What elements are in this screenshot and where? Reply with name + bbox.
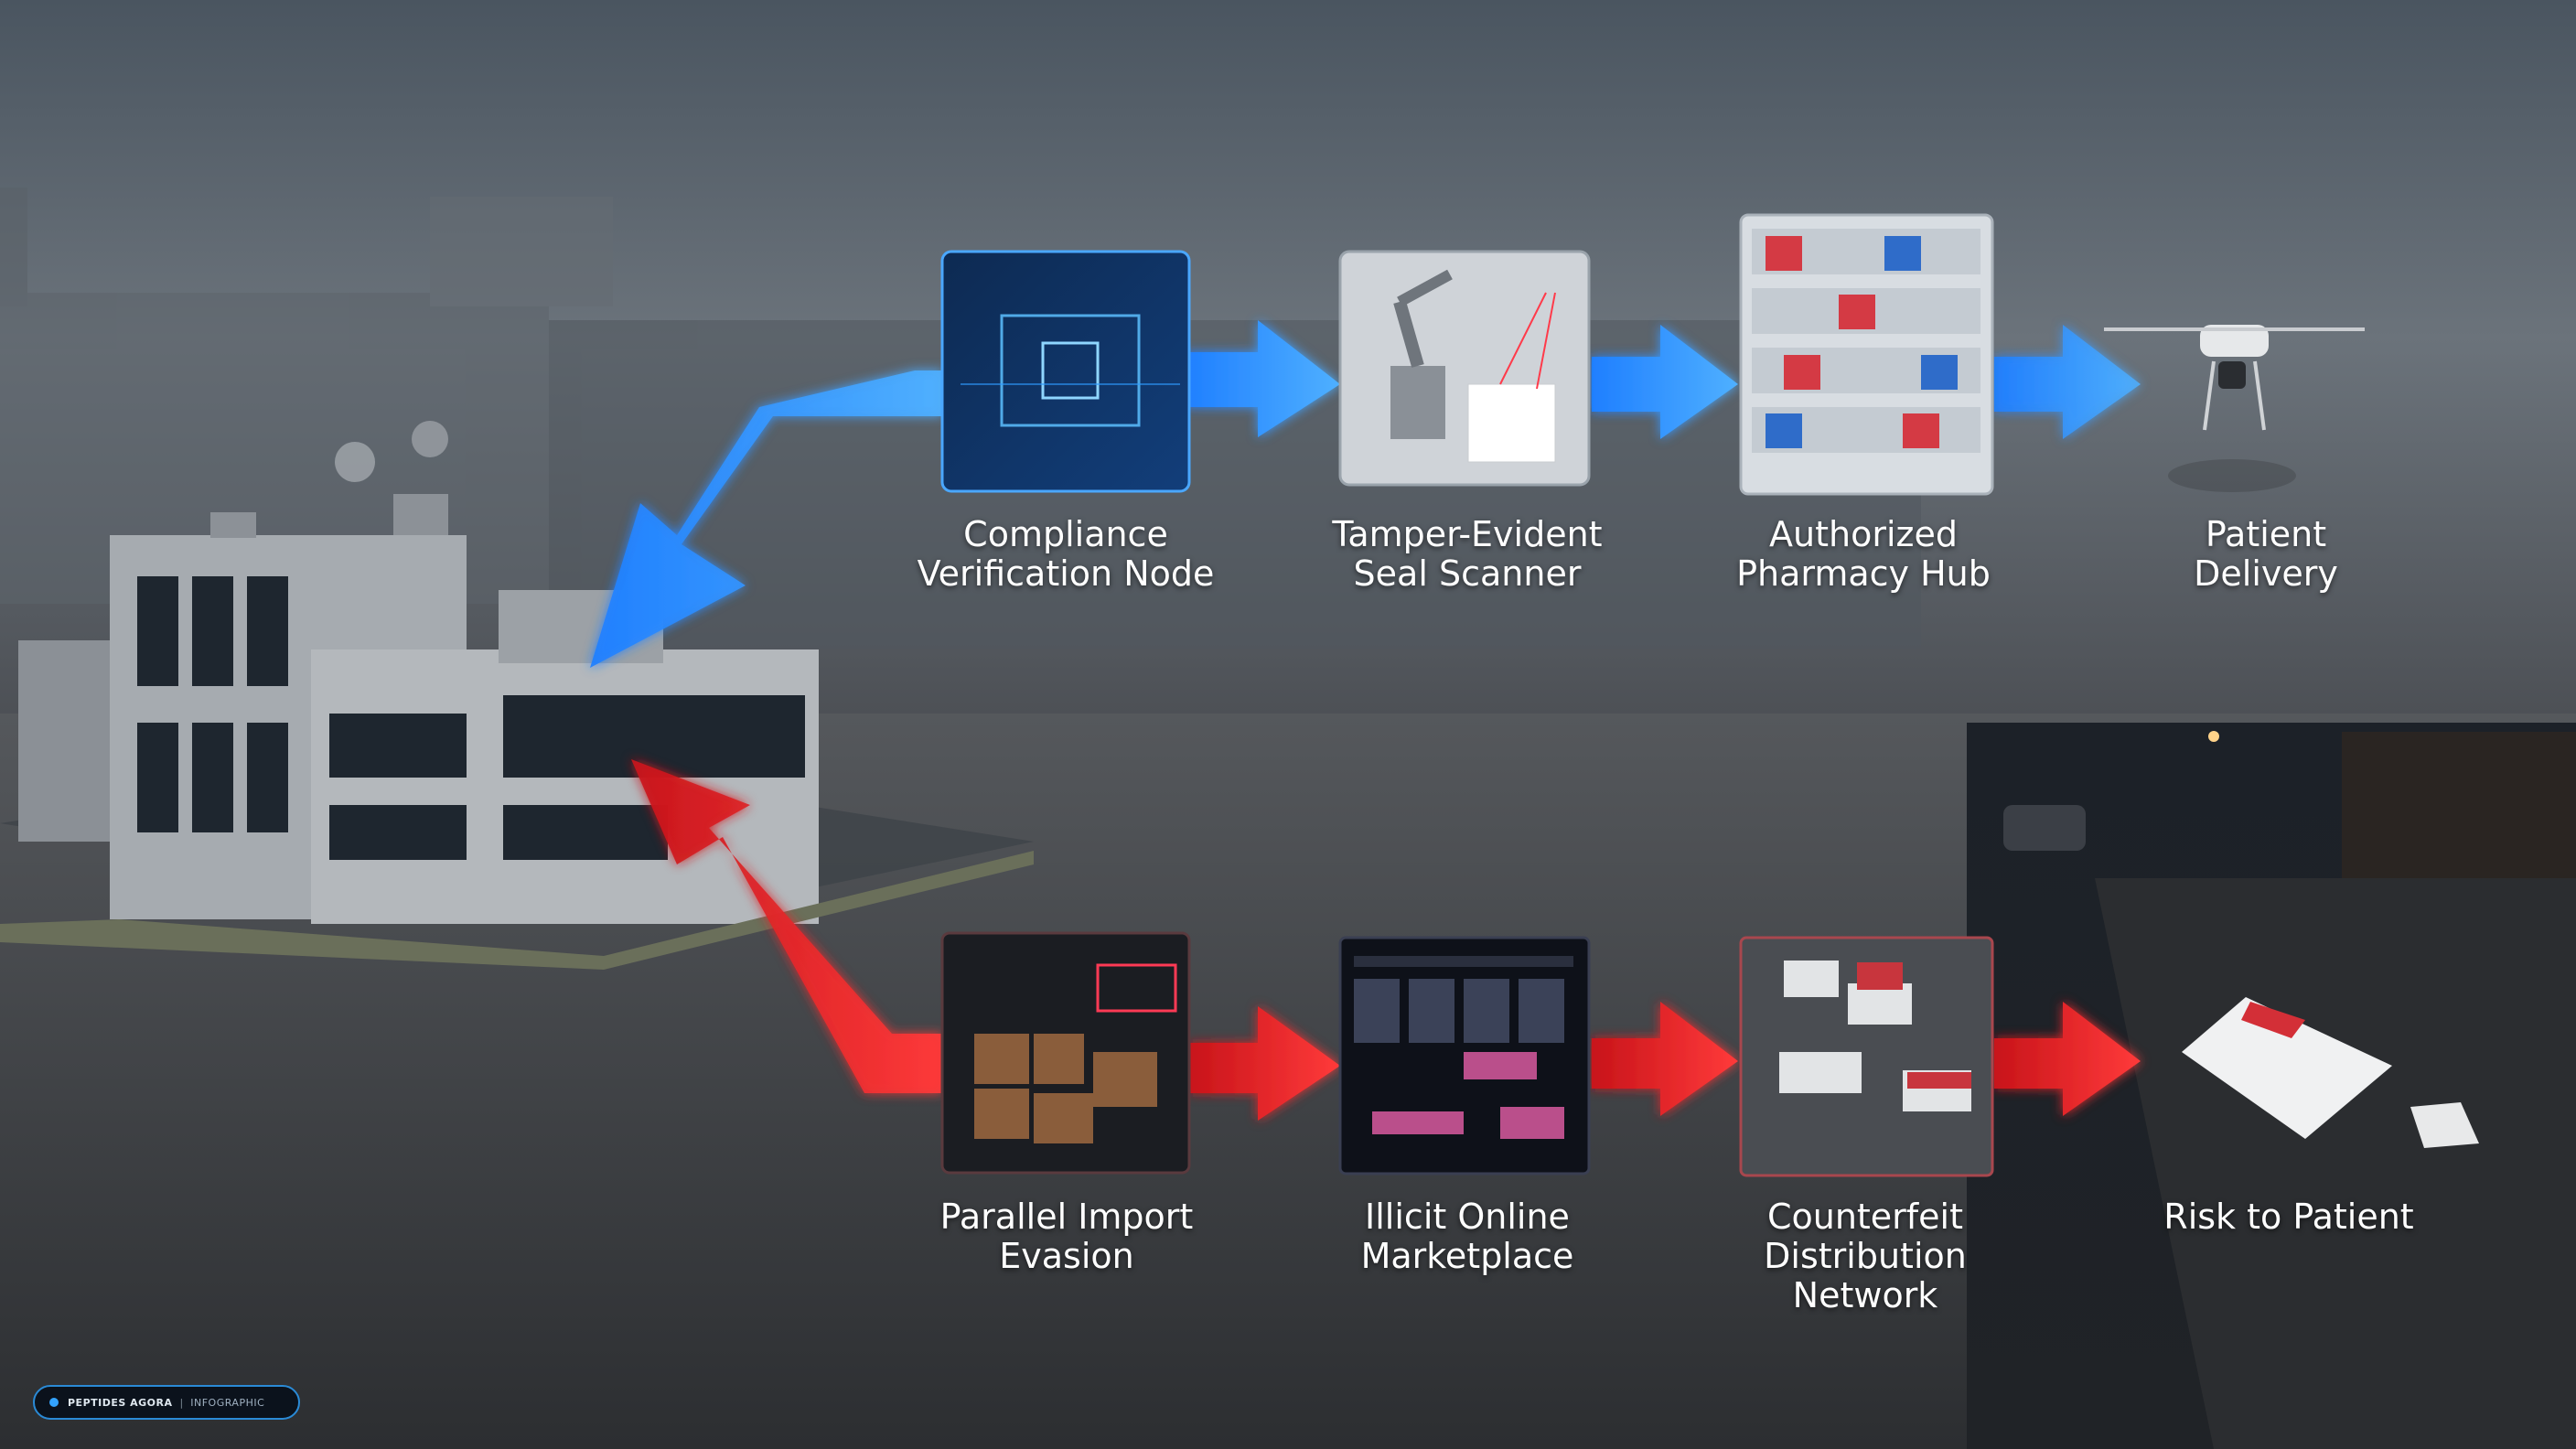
parallel-import-panel (940, 931, 1191, 1175)
label-line: Counterfeit (1766, 1197, 1964, 1237)
label-line: Pharmacy Hub (1736, 553, 1991, 594)
badge-subtitle: INFOGRAPHIC (190, 1396, 265, 1409)
night-street (1967, 723, 2576, 1449)
label-line: Authorized (1769, 514, 1958, 554)
seal-scanner-panel (1338, 250, 1591, 487)
legit-arrow-2 (1592, 325, 1738, 439)
label-authorized-pharmacy-hub: Authorized Pharmacy Hub (1671, 515, 2055, 594)
brand-badge: PEPTIDES AGORA | INFOGRAPHIC (33, 1385, 300, 1420)
label-line: Parallel Import (939, 1197, 1194, 1237)
illicit-arrow-3 (1994, 1002, 2141, 1116)
label-illicit-online-marketplace: Illicit Online Marketplace (1275, 1197, 1659, 1276)
torn-prescription (2182, 997, 2479, 1148)
illicit-arrow-2 (1592, 1002, 1738, 1116)
label-line: Risk to Patient (2163, 1197, 2414, 1237)
label-line: Verification Node (917, 553, 1215, 594)
legit-arrow-to-factory (590, 370, 942, 668)
label-line: Patient (2205, 514, 2327, 554)
label-line: Compliance (963, 514, 1168, 554)
legit-arrow-3 (1994, 325, 2141, 439)
illicit-arrow-1 (1189, 1006, 1340, 1121)
label-line: Evasion (999, 1236, 1134, 1276)
delivery-drone (2104, 325, 2365, 492)
label-counterfeit-distribution-network: Counterfeit Distribution Network (1673, 1197, 2057, 1315)
counterfeit-network-panel (1739, 936, 1994, 1177)
label-parallel-import-evasion: Parallel Import Evasion (875, 1197, 1259, 1276)
label-compliance-verification-node: Compliance Verification Node (874, 515, 1258, 594)
legit-arrow-1 (1185, 320, 1340, 437)
illicit-arrow-from-factory (631, 759, 942, 1093)
illicit-flow-arrows (631, 759, 2141, 1121)
brand-name: PEPTIDES AGORA (68, 1396, 173, 1409)
label-line: Tamper-Evident (1332, 514, 1603, 554)
label-line: Illicit Online (1365, 1197, 1570, 1237)
compliance-node-panel (940, 250, 1191, 493)
illicit-marketplace-panel (1338, 936, 1591, 1175)
factory-building (0, 421, 1034, 970)
label-line: Marketplace (1360, 1236, 1574, 1276)
pharmacy-hub-panel (1739, 213, 1994, 496)
status-dot-icon (49, 1398, 59, 1407)
label-line: Distribution (1764, 1236, 1967, 1276)
label-risk-to-patient: Risk to Patient (2097, 1197, 2481, 1237)
legit-flow-arrows (590, 320, 2141, 668)
label-line: Seal Scanner (1353, 553, 1582, 594)
label-tamper-evident-seal-scanner: Tamper-Evident Seal Scanner (1275, 515, 1659, 594)
label-patient-delivery: Patient Delivery (2074, 515, 2458, 594)
label-line: Delivery (2194, 553, 2338, 594)
label-line: Network (1792, 1275, 1938, 1315)
badge-separator: | (179, 1396, 184, 1409)
